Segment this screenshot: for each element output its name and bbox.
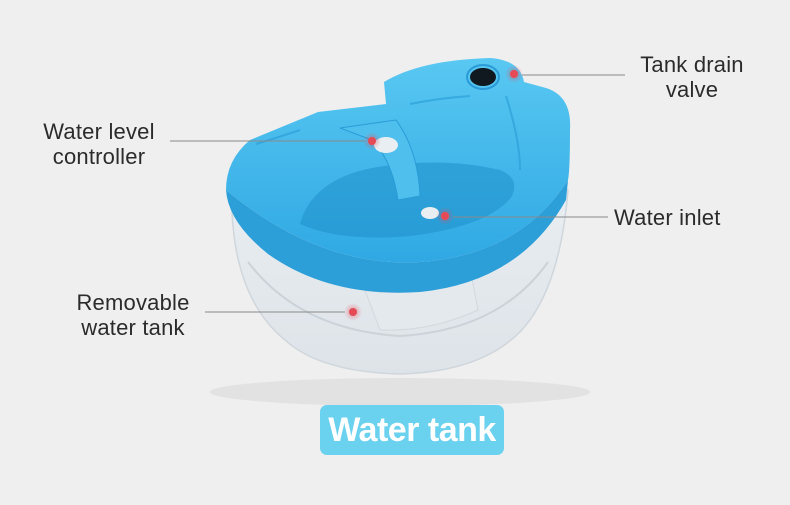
- marker-level-controller: [363, 132, 381, 150]
- tank-inner-edge: [247, 261, 549, 338]
- marker-inlet: [436, 207, 454, 225]
- lid-recess: [300, 162, 515, 238]
- tank-shadow: [210, 378, 590, 406]
- callout-level-controller-line2: controller: [52, 144, 146, 169]
- lid-ridge-line: [255, 95, 521, 171]
- marker-removable-tank: [344, 303, 362, 321]
- lid-side: [226, 180, 568, 293]
- marker-drain-valve: [505, 65, 523, 83]
- callout-drain-valve: Tank drain valve: [632, 52, 752, 102]
- callout-removable-tank-line2: water tank: [81, 315, 185, 340]
- callout-removable-tank-line1: Removable: [76, 290, 190, 315]
- callout-removable-tank: Removable water tank: [66, 290, 200, 340]
- callout-level-controller-line1: Water level: [43, 119, 155, 144]
- callout-drain-valve-line1: Tank drain: [640, 52, 744, 77]
- drain-valve-rim: [466, 64, 500, 90]
- title-badge: Water tank: [320, 405, 504, 455]
- inlet-nub: [421, 207, 439, 219]
- callout-level-controller: Water level controller: [34, 119, 164, 169]
- callout-inlet-line1: Water inlet: [614, 205, 721, 230]
- drain-valve-hole: [470, 68, 496, 86]
- callout-drain-valve-line2: valve: [665, 77, 719, 102]
- callout-inlet: Water inlet: [614, 205, 744, 230]
